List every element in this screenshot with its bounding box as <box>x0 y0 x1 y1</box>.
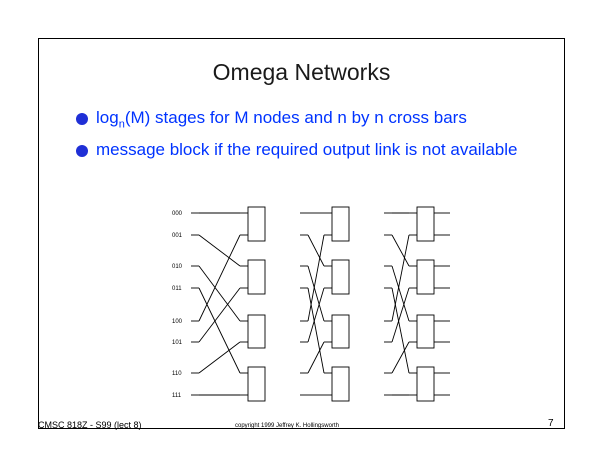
shuffle-wire <box>198 265 241 322</box>
bullet-list: logn(M) stages for M nodes and n by n cr… <box>76 107 536 165</box>
crossbar-switch <box>247 259 266 295</box>
node-label: 001 <box>172 233 183 239</box>
shuffle-wire <box>198 234 241 267</box>
bullet-block-text: message block if the required output lin… <box>96 140 518 160</box>
footer-course: CMSC 818Z - S99 (lect 8) <box>38 420 142 430</box>
shuffle-wire <box>391 287 410 374</box>
node-label: 111 <box>172 393 182 399</box>
node-label: 100 <box>172 319 183 325</box>
shuffle-wire <box>391 341 410 374</box>
crossbar-switch <box>416 259 435 295</box>
shuffle-wire <box>391 234 410 267</box>
bullet-log-subscript: n <box>118 118 125 131</box>
crossbar-switches <box>247 206 435 402</box>
shuffle-wire <box>307 287 325 374</box>
node-label: 010 <box>172 264 183 270</box>
crossbar-switch <box>247 366 266 402</box>
bullet-dot-icon <box>76 145 88 158</box>
bullet-item-block: message block if the required output lin… <box>76 139 536 161</box>
node-label: 110 <box>172 371 182 377</box>
node-labels: 000 001 010 011 100 101 110 111 <box>172 211 183 399</box>
shuffle-wire <box>307 287 325 343</box>
slide-title: Omega Networks <box>212 59 391 85</box>
shuffle-wire <box>307 341 325 374</box>
node-label: 000 <box>172 211 183 217</box>
shuffle-wire <box>391 265 410 322</box>
shuffle-wire <box>307 234 325 267</box>
crossbar-switch <box>331 206 350 242</box>
shuffle-wire <box>391 287 410 343</box>
bullet-dot-icon <box>76 113 88 125</box>
shuffle-wire <box>198 287 241 374</box>
shuffle-wire <box>198 234 241 322</box>
crossbar-switch <box>416 314 435 349</box>
shuffle-wire <box>198 341 241 374</box>
shuffle-wire <box>391 234 410 322</box>
shuffle-wire <box>198 287 241 343</box>
slide-frame: Omega Networks logn(M) stages for M node… <box>38 38 565 429</box>
node-label: 101 <box>172 340 183 346</box>
crossbar-switch <box>331 366 350 402</box>
crossbar-switch <box>331 259 350 295</box>
page-number: 7 <box>548 418 554 429</box>
shuffle-wire <box>307 265 325 322</box>
crossbar-switch <box>331 314 350 349</box>
bullet-stages-text: (M) stages for M nodes and n by n cross … <box>124 108 467 127</box>
crossbar-switch <box>247 314 266 349</box>
network-wires <box>191 212 450 396</box>
crossbar-switch <box>416 206 435 242</box>
crossbar-switch <box>416 366 435 402</box>
bullet-log-text: log <box>96 108 119 127</box>
footer-copyright: copyright 1999 Jeffrey K. Hollingsworth <box>235 423 339 429</box>
node-label: 011 <box>172 286 182 292</box>
bullet-item-stages: logn(M) stages for M nodes and n by n cr… <box>76 107 536 135</box>
shuffle-wire <box>307 234 325 322</box>
crossbar-switch <box>247 206 266 242</box>
